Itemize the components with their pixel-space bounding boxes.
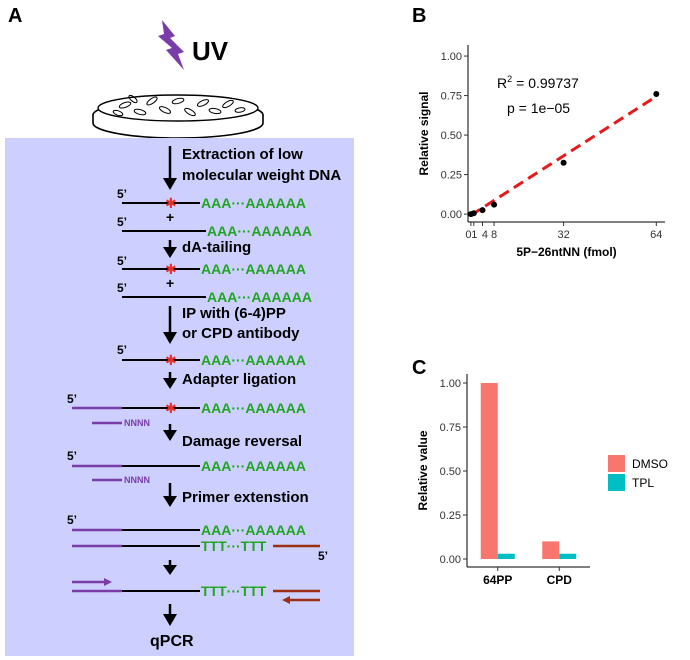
- x-tick-label: 0: [465, 229, 471, 241]
- data-point: [479, 207, 486, 214]
- y-tick-label: 0.25: [441, 170, 462, 182]
- five-prime-label: 5’: [117, 254, 127, 268]
- data-point: [491, 201, 498, 208]
- legend-label-tpl: TPL: [632, 476, 654, 490]
- p-value-annotation: p = 1e−05: [507, 100, 570, 116]
- legend-swatch-dmso: [608, 455, 625, 472]
- seq-polya: AAA···AAAAAA: [207, 223, 312, 239]
- y-axis-title: Relative signal: [417, 91, 431, 175]
- plus-sign: +: [166, 275, 174, 291]
- five-prime-label: 5’: [67, 449, 77, 463]
- nnnn-label: NNNN: [124, 475, 150, 485]
- step-extraction-line1: Extraction of low: [182, 146, 303, 163]
- seq-polya: AAA···AAAAAA: [201, 352, 306, 368]
- seq-polya: AAA···AAAAAA: [201, 400, 306, 416]
- panel-c-letter: C: [412, 357, 426, 379]
- seq-polya: AAA···AAAAAA: [201, 522, 306, 538]
- y-tick-label: 0.00: [440, 554, 461, 566]
- bar-dmso-cpd: [542, 541, 560, 559]
- step-primer-extension: Primer extenstion: [182, 489, 309, 506]
- step-ip-line1: IP with (6-4)PP: [182, 305, 286, 322]
- data-point: [653, 90, 660, 97]
- five-prime-label: 5’: [117, 215, 127, 229]
- step-ip-line2: or CPD antibody: [182, 325, 300, 342]
- data-point: [470, 210, 477, 217]
- down-arrow-icon: [163, 378, 177, 389]
- down-arrow-icon: [163, 496, 177, 507]
- x-tick-label: 32: [557, 229, 569, 241]
- seq-polya: AAA···AAAAAA: [201, 195, 306, 211]
- y-tick-label: 1.00: [440, 378, 461, 390]
- seq-polya: AAA···AAAAAA: [201, 458, 306, 474]
- down-arrow-icon: [163, 247, 177, 258]
- five-prime-label: 5’: [117, 187, 127, 201]
- bar-tpl-64pp: [497, 553, 515, 559]
- seq-polya: AAA···AAAAAA: [207, 289, 312, 305]
- step-qpcr: qPCR: [150, 633, 194, 650]
- data-point: [560, 159, 567, 166]
- y-axis-title: Relative value: [416, 430, 430, 510]
- five-prime-label: 5’: [67, 392, 77, 406]
- legend-label-dmso: DMSO: [632, 457, 668, 471]
- y-tick-label: 0.75: [441, 91, 462, 103]
- r-squared-annotation: R2= 0.99737: [497, 74, 579, 91]
- step-extraction-line2: molecular weight DNA: [182, 167, 341, 184]
- y-tick-label: 0.00: [441, 209, 462, 221]
- nnnn-label: NNNN: [124, 418, 150, 428]
- y-tick-label: 0.25: [440, 510, 461, 522]
- lesion-star-icon: ✱: [165, 196, 177, 212]
- down-arrow-icon: [163, 430, 177, 441]
- y-tick-label: 0.50: [441, 130, 462, 142]
- x-tick-label: CPD: [547, 573, 573, 587]
- uv-lightning-icon: [158, 20, 184, 70]
- workflow: Extraction of low molecular weight DNA 5…: [67, 146, 341, 650]
- fit-line: [470, 95, 658, 217]
- relative-value-bar-chart: 0.00 0.25 0.50 0.75 1.00 64PP CPD Relative valu…: [416, 374, 668, 587]
- down-arrow-icon: [163, 332, 177, 344]
- panel-b-letter: B: [412, 5, 426, 27]
- x-tick-label: 4: [482, 229, 488, 241]
- y-tick-label: 1.00: [441, 51, 462, 63]
- x-axis-title: 5P−26ntNN (fmol): [516, 245, 616, 259]
- down-arrow-icon: [163, 178, 177, 190]
- lesion-star-icon: ✱: [165, 262, 177, 278]
- bar-tpl-cpd: [559, 553, 577, 559]
- lesion-star-icon: ✱: [165, 353, 177, 369]
- petri-dish-icon: [92, 94, 264, 139]
- panel-a-letter: A: [8, 5, 22, 27]
- x-tick-label: 64: [650, 229, 662, 241]
- y-tick-label: 0.75: [440, 422, 461, 434]
- y-tick-label: 0.50: [440, 466, 461, 478]
- seq-polyt: TTT···TTT: [201, 538, 267, 554]
- five-prime-label: 5’: [318, 549, 328, 563]
- five-prime-label: 5’: [117, 343, 127, 357]
- five-prime-label: 5’: [117, 281, 127, 295]
- step-da-tailing: dA-tailing: [182, 239, 251, 256]
- x-tick-label: 8: [491, 229, 497, 241]
- step-adapter-ligation: Adapter ligation: [182, 371, 296, 388]
- workflow-box: [5, 138, 354, 656]
- seq-polyt: TTT···TTT: [201, 583, 267, 599]
- five-prime-label: 5’: [67, 513, 77, 527]
- down-arrow-icon: [163, 565, 177, 575]
- uv-label: UV: [192, 36, 229, 66]
- seq-polya: AAA···AAAAAA: [201, 261, 306, 277]
- x-tick-label: 1: [471, 229, 477, 241]
- plus-sign: +: [166, 209, 174, 225]
- legend-swatch-tpl: [608, 474, 625, 491]
- down-arrow-icon: [163, 614, 177, 626]
- bar-dmso-64pp: [480, 383, 498, 559]
- lesion-star-icon: ✱: [165, 401, 177, 417]
- x-tick-label: 64PP: [483, 573, 512, 587]
- step-damage-reversal: Damage reversal: [182, 433, 302, 450]
